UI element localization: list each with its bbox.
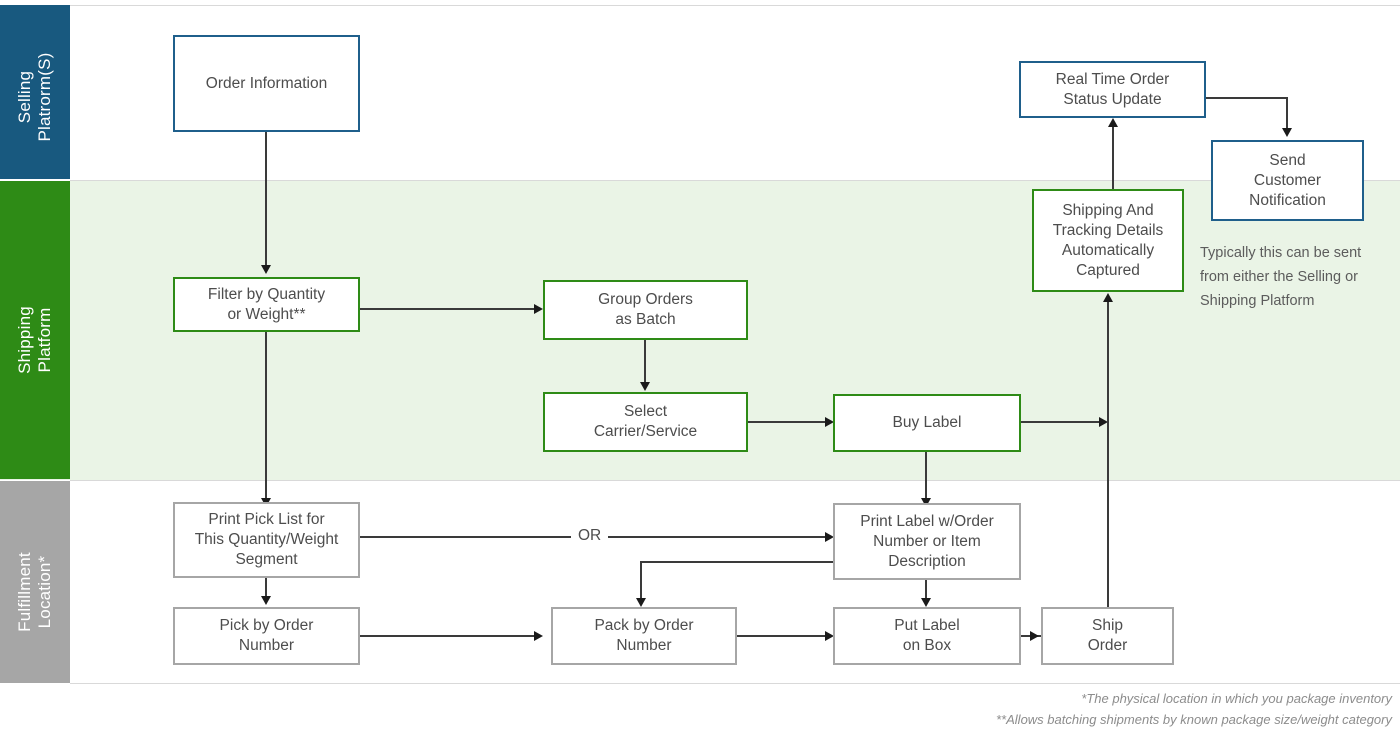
connector-printlabel-to-pack-h bbox=[640, 561, 834, 563]
connector-printlabel-to-pack-v bbox=[640, 561, 642, 603]
connector-buylabel-to-trunk bbox=[1021, 421, 1106, 423]
node-real-time-order-status-update[interactable]: Real Time Order Status Update bbox=[1019, 61, 1206, 118]
node-ship-order[interactable]: Ship Order bbox=[1041, 607, 1174, 665]
note-typically-sent: Typically this can be sent from either t… bbox=[1200, 245, 1362, 309]
lane-label-fulfillment: Fulfillment Location* bbox=[15, 552, 54, 632]
arrowhead-tracking-to-status bbox=[1108, 118, 1118, 127]
node-filter-by-quantity-or-weight[interactable]: Filter by Quantity or Weight** bbox=[173, 277, 360, 332]
lane-label-shipping: Shipping Platform bbox=[15, 306, 54, 374]
arrowhead-picklist-to-printlabel bbox=[825, 532, 834, 542]
connector-order-to-filter bbox=[265, 131, 267, 267]
arrowhead-printlabel-to-putlabel bbox=[921, 598, 931, 607]
connector-group-to-select bbox=[644, 340, 646, 384]
node-pack-by-order-number[interactable]: Pack by Order Number bbox=[551, 607, 737, 665]
arrowhead-filter-to-group bbox=[534, 304, 543, 314]
connector-filter-to-group bbox=[360, 308, 537, 310]
arrowhead-buylabel-to-printlabel bbox=[921, 498, 931, 507]
arrowhead-status-to-notification bbox=[1282, 128, 1292, 137]
arrowhead-buylabel-to-trunk bbox=[1099, 417, 1108, 427]
node-send-customer-notification[interactable]: Send Customer Notification bbox=[1211, 140, 1364, 221]
connector-buylabel-to-printlabel bbox=[925, 452, 927, 500]
connector-printlabel-to-putlabel bbox=[925, 580, 927, 602]
node-put-label-on-box[interactable]: Put Label on Box bbox=[833, 607, 1021, 665]
band-divider-top bbox=[70, 5, 1400, 6]
connector-filter-to-printpicklist bbox=[265, 332, 267, 500]
node-group-orders-as-batch[interactable]: Group Orders as Batch bbox=[543, 280, 748, 340]
band-divider-bottom bbox=[70, 683, 1400, 684]
arrowhead-picklist-to-pick bbox=[261, 596, 271, 605]
lane-header-fulfillment bbox=[0, 481, 70, 683]
connector-status-to-notification-h bbox=[1205, 97, 1287, 99]
connector-status-to-notification-v bbox=[1286, 97, 1288, 131]
band-divider-shipping-fulfillment bbox=[70, 480, 1400, 481]
node-order-information[interactable]: Order Information bbox=[173, 35, 360, 132]
connector-tracking-to-status bbox=[1112, 127, 1114, 189]
lane-header-selling bbox=[0, 5, 70, 179]
connector-pick-to-pack bbox=[360, 635, 537, 637]
node-print-label-w-order-number[interactable]: Print Label w/Order Number or Item Descr… bbox=[833, 503, 1021, 580]
node-select-carrier-service[interactable]: Select Carrier/Service bbox=[543, 392, 748, 452]
node-pick-by-order-number[interactable]: Pick by Order Number bbox=[173, 607, 360, 665]
lane-label-selling: Selling Platrorm(S) bbox=[15, 52, 54, 142]
arrowhead-group-to-select bbox=[640, 382, 650, 391]
node-print-pick-list[interactable]: Print Pick List for This Quantity/Weight… bbox=[173, 502, 360, 578]
arrowhead-select-to-buylabel bbox=[825, 417, 834, 427]
arrowhead-pick-to-pack bbox=[534, 631, 543, 641]
footnotes: *The physical location in which you pack… bbox=[996, 691, 1392, 727]
arrowhead-putlabel-to-shiporder bbox=[1030, 631, 1039, 641]
node-shipping-and-tracking-details[interactable]: Shipping And Tracking Details Automatica… bbox=[1032, 189, 1184, 292]
arrowhead-printlabel-to-pack bbox=[636, 598, 646, 607]
lane-header-shipping bbox=[0, 181, 70, 479]
band-divider-selling-shipping bbox=[70, 180, 1400, 181]
or-connector-label: OR bbox=[571, 527, 609, 545]
arrowhead-pack-to-putlabel bbox=[825, 631, 834, 641]
connector-select-to-buylabel bbox=[748, 421, 828, 423]
arrowhead-shiporder-to-tracking bbox=[1103, 293, 1113, 302]
connector-pack-to-putlabel bbox=[737, 635, 832, 637]
arrowhead-order-to-filter bbox=[261, 265, 271, 274]
connector-picklist-to-pick bbox=[265, 578, 267, 598]
connector-shiporder-to-tracking bbox=[1107, 302, 1109, 607]
node-buy-label[interactable]: Buy Label bbox=[833, 394, 1021, 452]
